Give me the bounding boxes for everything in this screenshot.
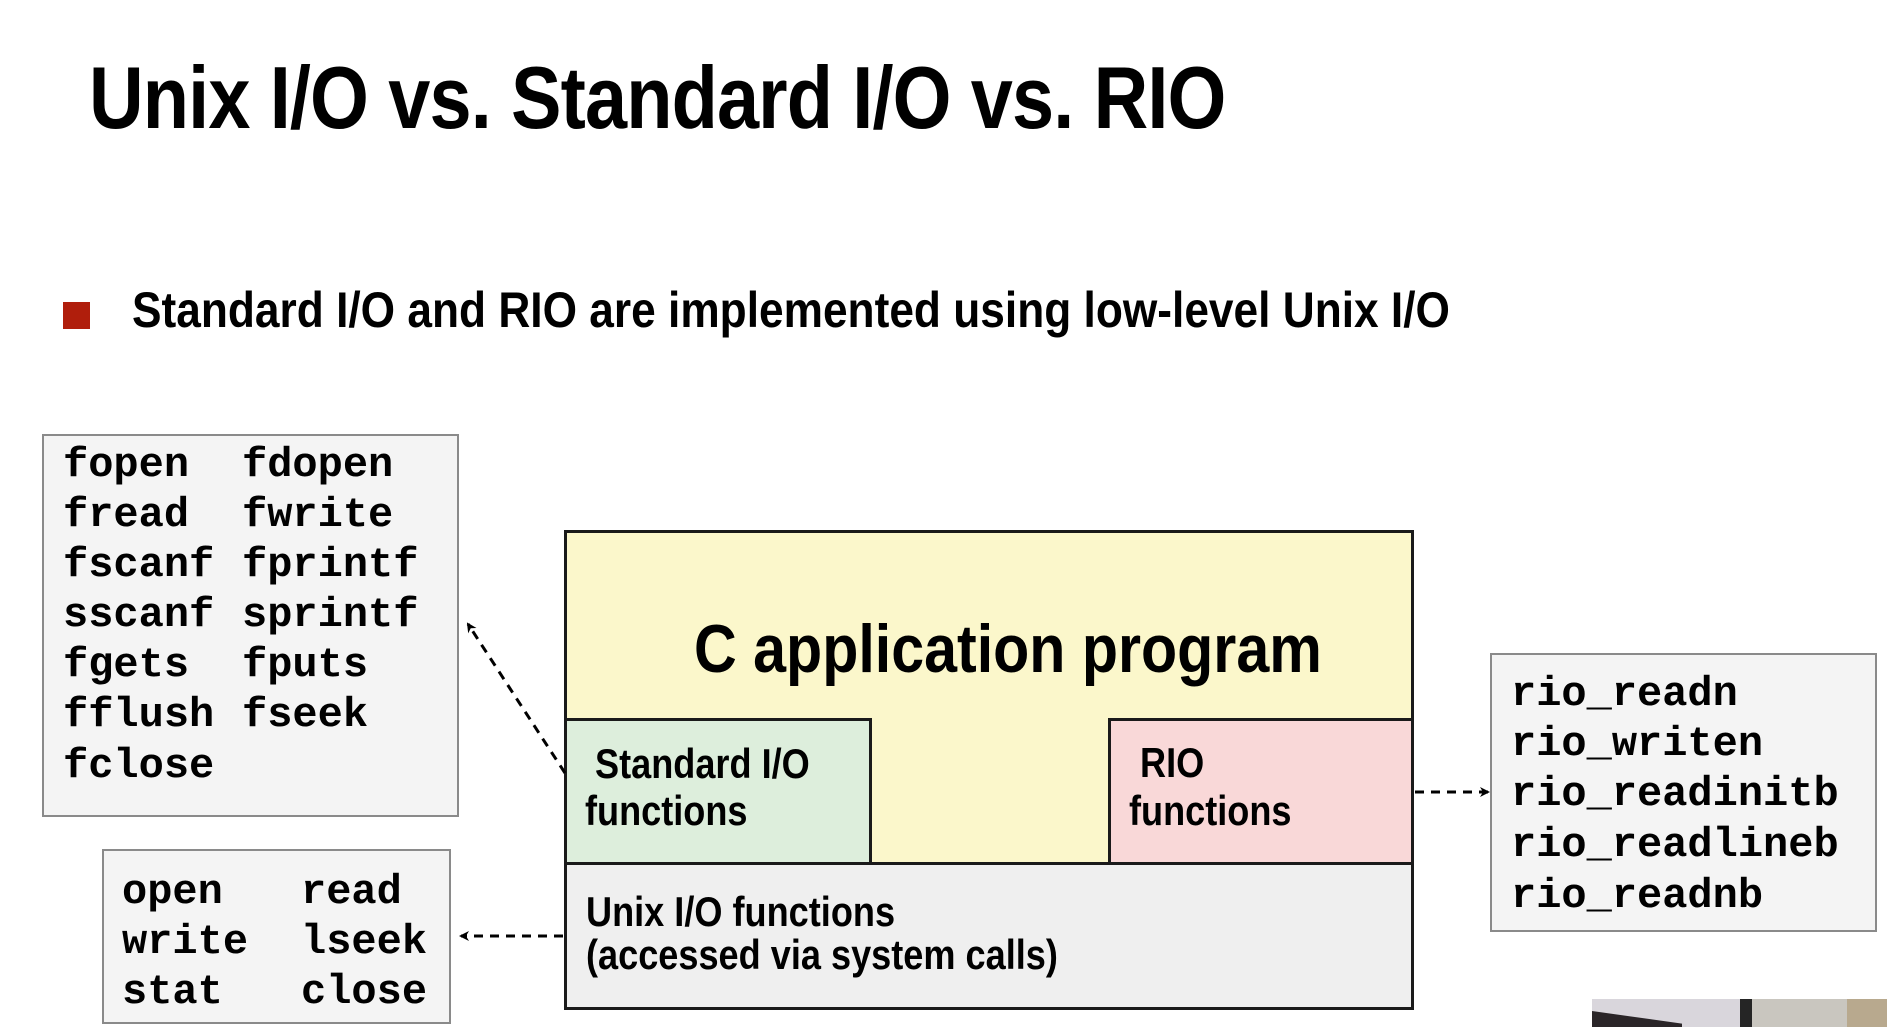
rio-label-line2: functions [1129, 787, 1292, 834]
app-label: C application program [694, 611, 1322, 687]
arrow-stdio-to-list [466, 622, 567, 774]
unix-io-functions-layer: Unix I/O functions (accessed via system … [564, 862, 1414, 1010]
stdio-label-line2: functions [585, 787, 748, 834]
stdio-fn: fgets [63, 641, 190, 689]
rio-fn: rio_readnb [1511, 872, 1764, 920]
stdio-fn: fread [63, 491, 190, 539]
stdio-functions-layer: Standard I/O functions [564, 718, 872, 865]
video-frame-bar [1740, 999, 1752, 1027]
stdio-fn: sscanf [63, 591, 215, 639]
unix-fn: stat [122, 968, 223, 1016]
unix-fn: close [301, 968, 428, 1016]
stdio-fn: fclose [63, 742, 215, 790]
stdio-fn: fputs [242, 641, 369, 689]
bullet-text: Standard I/O and RIO are implemented usi… [132, 282, 1450, 338]
video-frame-dark-shape [1592, 1011, 1682, 1027]
rio-fn: rio_readlineb [1511, 821, 1839, 869]
rio-function-list: rio_readn rio_writen rio_readinitb rio_r… [1490, 653, 1877, 932]
video-frame-wall [1752, 999, 1847, 1027]
unix-fn: open [122, 868, 223, 916]
video-frame-person [1847, 999, 1887, 1027]
unix-fn: lseek [301, 918, 428, 966]
stdio-fn: fprintf [242, 541, 419, 589]
rio-label-line1: RIO [1140, 739, 1205, 786]
unix-label-line1: Unix I/O functions [586, 888, 896, 935]
rio-fn: rio_readn [1511, 670, 1738, 718]
unix-fn: write [122, 918, 249, 966]
stdio-fn: fseek [242, 691, 369, 739]
stdio-fn: fscanf [63, 541, 215, 589]
stdio-label-line1: Standard I/O [595, 740, 810, 787]
stdio-fn: fwrite [242, 491, 394, 539]
stdio-fn: fopen [63, 441, 190, 489]
rio-functions-layer: RIO functions [1108, 718, 1414, 865]
video-thumbnail [1592, 999, 1887, 1027]
rio-fn: rio_readinitb [1511, 770, 1839, 818]
stdio-fn: fflush [63, 691, 215, 739]
stdio-function-list: fopen fdopen fread fwrite fscanf fprintf… [42, 434, 459, 817]
unix-fn: read [301, 868, 402, 916]
rio-fn: rio_writen [1511, 720, 1764, 768]
unix-function-list: open read write lseek stat close [102, 849, 451, 1024]
stdio-fn: fdopen [242, 441, 394, 489]
slide-title: Unix I/O vs. Standard I/O vs. RIO [89, 48, 1226, 147]
unix-label-line2: (accessed via system calls) [586, 931, 1058, 978]
bullet-square-icon [63, 302, 90, 329]
c-application-program-layer: C application program Standard I/O funct… [564, 530, 1414, 1010]
stdio-fn: sprintf [242, 591, 419, 639]
